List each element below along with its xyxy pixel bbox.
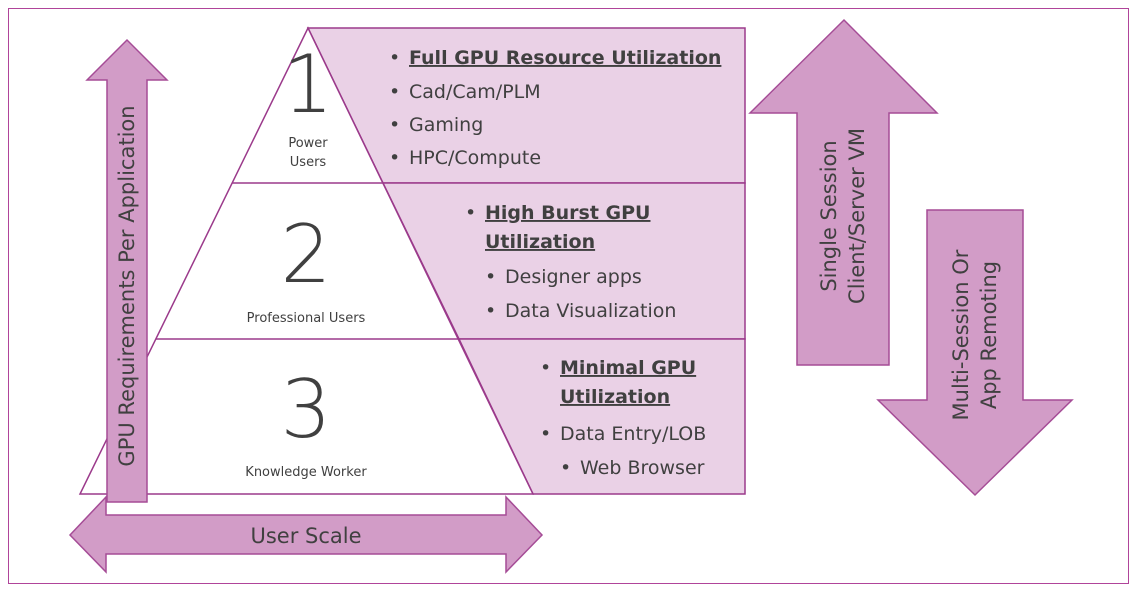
tier-2-number: 2 [281,208,332,301]
bullet-dot: • [389,47,400,69]
tier-1-item: Gaming [409,114,483,136]
bullet-dot: • [389,81,400,103]
tier-2-label: Professional Users [247,311,366,326]
bullet-dot: • [540,357,551,379]
bullet-dot: • [389,114,400,136]
tier-2-item: Designer apps [505,266,642,288]
bullet-dot: • [485,300,496,322]
tier-2-heading-line2: Utilization [485,231,595,253]
bullet-dot: • [465,202,476,224]
user-scale-arrow [68,495,544,574]
single-session-label-line1: Single Session [817,140,841,291]
multi-session-label-line1: Multi-Session Or [949,249,973,420]
tier-1-number: 1 [283,38,334,131]
single-session-arrow [748,18,939,366]
tier-3-item: Web Browser [580,457,705,479]
diagram-frame [8,8,1129,584]
multi-session-arrow [876,209,1074,497]
single-session-label-line2: Client/Server VM [845,128,869,304]
tier-1-heading: Full GPU Resource Utilization [409,47,721,69]
gpu-requirements-arrow [85,38,169,503]
tier-3-heading-line1: Minimal GPU [560,357,696,379]
user-scale-label: User Scale [250,524,361,548]
gpu-requirements-label: GPU Requirements Per Application [115,105,139,466]
pyramid [78,26,535,495]
tier-1-label-line1: Power [288,136,328,151]
tier-1-label-line2: Users [290,155,327,170]
tier-3-number: 3 [281,363,332,456]
tier-1-item: Cad/Cam/PLM [409,81,541,103]
tier-3-heading-line2: Utilization [560,386,670,408]
tier-3-item: Data Entry/LOB [560,423,706,445]
multi-session-label-line2: App Remoting [977,261,1001,409]
tier-3-label: Knowledge Worker [245,465,367,480]
tier-2-heading-line1: High Burst GPU [485,202,651,224]
bullet-dot: • [485,266,496,288]
tier-1-item: HPC/Compute [409,147,541,169]
tier-2-item: Data Visualization [505,300,676,322]
bullet-dot: • [389,147,400,169]
bullet-dot: • [560,457,571,479]
bullet-dot: • [540,423,551,445]
